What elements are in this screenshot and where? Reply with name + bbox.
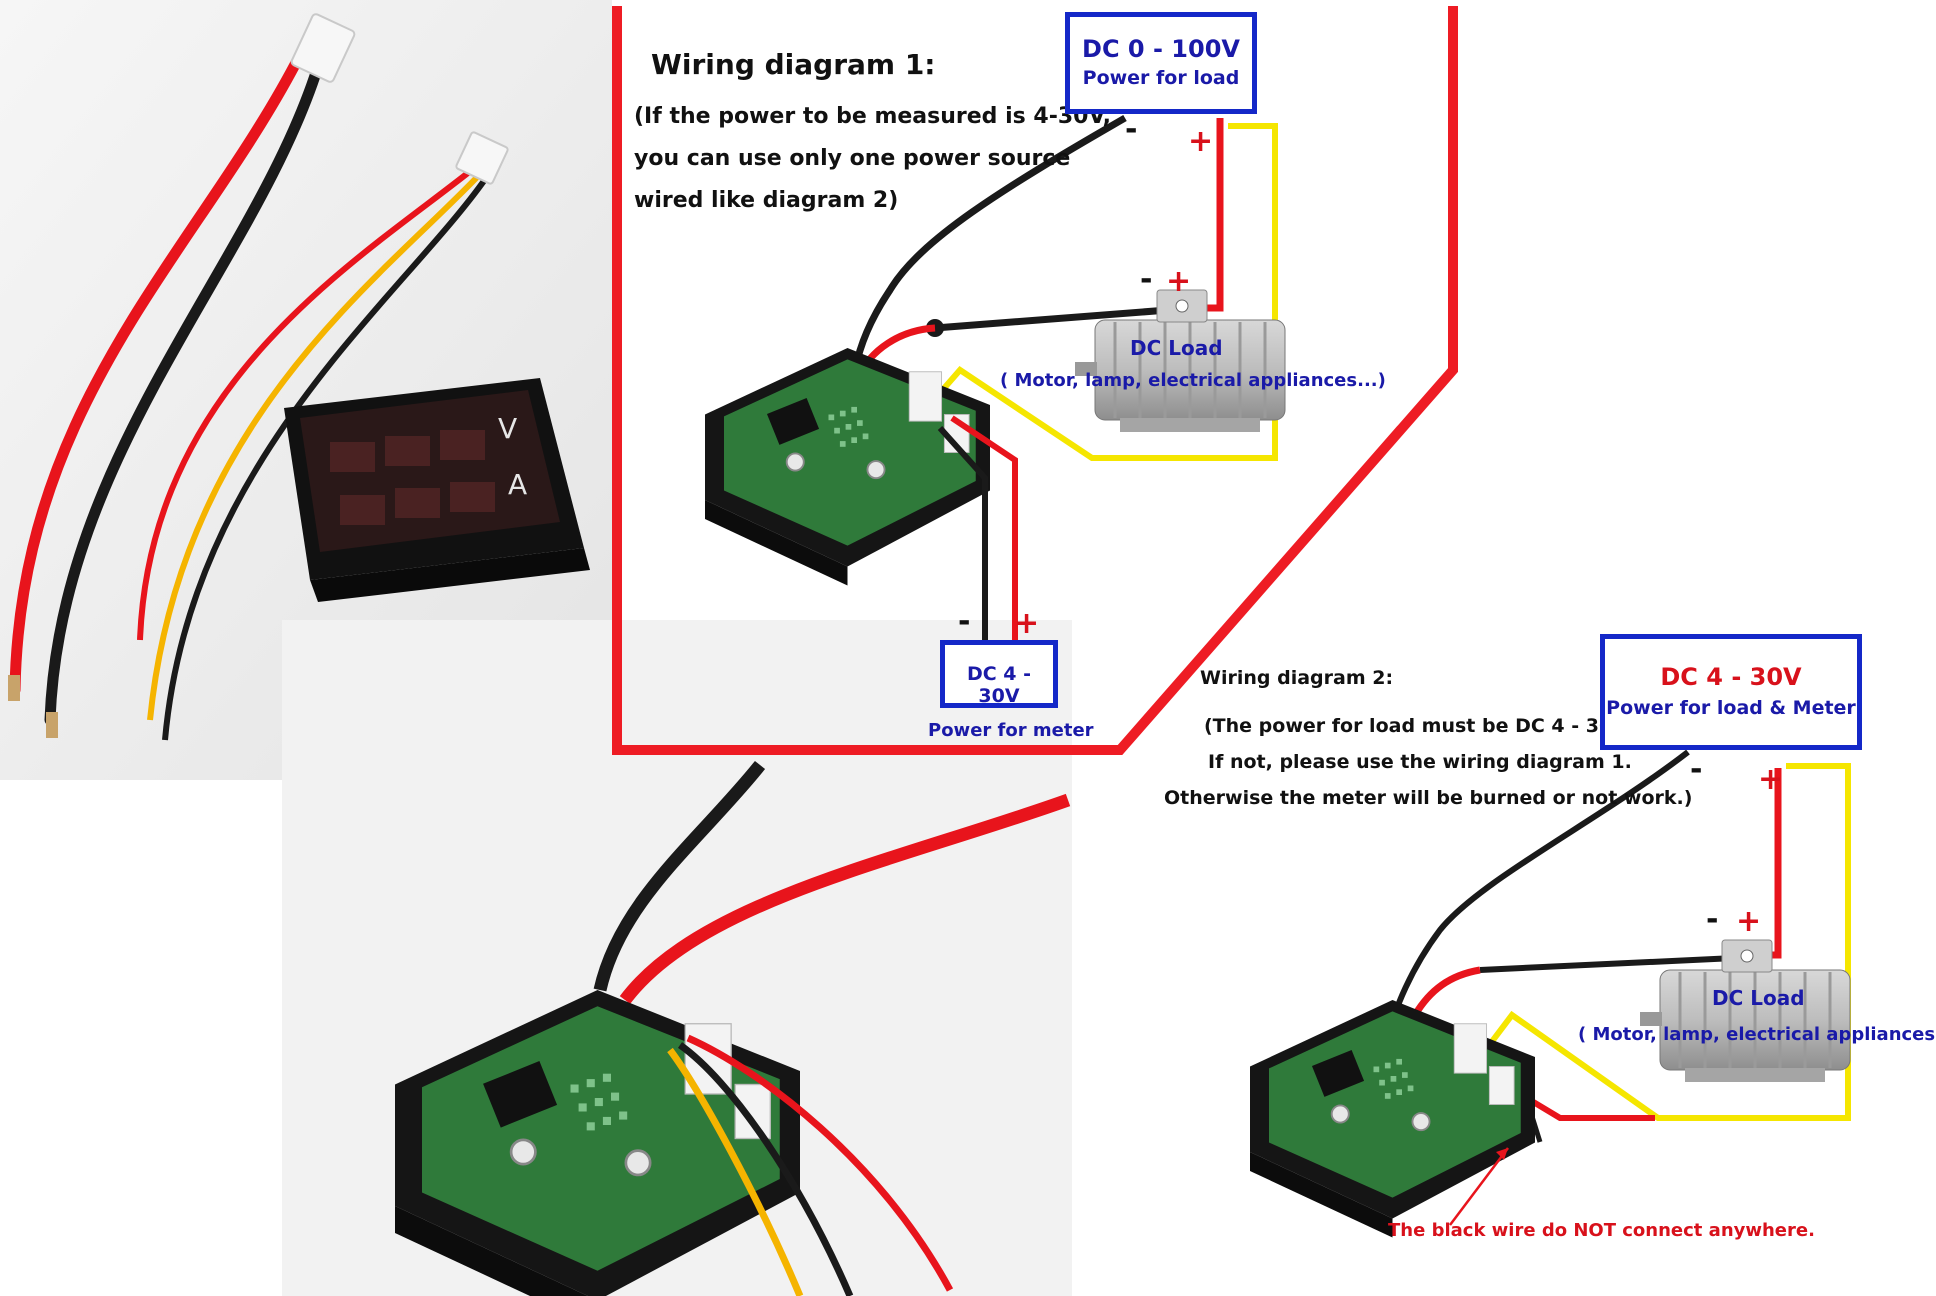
diagram-2-title: Wiring diagram 2: bbox=[1200, 667, 1394, 689]
diagram-1-note-line-2: you can use only one power source bbox=[634, 146, 1071, 171]
shared-supply-minus-sign: - bbox=[1690, 752, 1703, 787]
diagram-1-note-line-3: wired like diagram 2) bbox=[634, 188, 899, 213]
load-supply-plus-sign: + bbox=[1188, 124, 1214, 159]
shared-power-supply-box: DC 4 - 30V Power for load & Meter bbox=[1600, 634, 1862, 750]
load-supply-label: DC 0 - 100V bbox=[1082, 35, 1240, 63]
meter-supply-minus-sign: - bbox=[958, 604, 971, 639]
load-1-description: ( Motor, lamp, electrical appliances...) bbox=[1000, 370, 1386, 391]
load-supply-sublabel: Power for load bbox=[1082, 67, 1240, 89]
load-2-name: DC Load bbox=[1712, 986, 1805, 1010]
load-supply-minus-sign: - bbox=[1125, 112, 1138, 147]
voltmeter-ammeter-front bbox=[284, 378, 590, 602]
meter-supply-plus-sign: + bbox=[1014, 606, 1040, 641]
load-2-minus-sign: - bbox=[1706, 902, 1719, 937]
load-1-plus-sign: + bbox=[1166, 264, 1192, 299]
diagram-2-note-line-3: Otherwise the meter will be burned or no… bbox=[1164, 787, 1693, 809]
diagram-1-title: Wiring diagram 1: bbox=[651, 48, 936, 81]
wire-black-load-minus bbox=[851, 114, 1127, 371]
shared-supply-plus-sign: + bbox=[1758, 762, 1784, 797]
load-power-supply-box: DC 0 - 100V Power for load bbox=[1065, 12, 1257, 114]
meter-supply-label: DC 4 - 30V bbox=[966, 663, 1032, 707]
product-photo-connected bbox=[282, 620, 1072, 1296]
load-2-plus-sign: + bbox=[1736, 904, 1762, 939]
diagram-1-frame bbox=[612, 6, 1458, 755]
wiring-diagram-1 bbox=[612, 6, 1458, 755]
meter-amp-unit: A bbox=[508, 468, 528, 501]
load-1-minus-sign: - bbox=[1140, 262, 1153, 297]
shared-supply-sublabel: Power for load & Meter bbox=[1606, 697, 1856, 719]
diagram-2-note-line-1: (The power for load must be DC 4 - 30V. bbox=[1204, 715, 1632, 737]
diagram-1-note-line-1: (If the power to be measured is 4-30V, bbox=[634, 104, 1111, 129]
load-1-name: DC Load bbox=[1130, 336, 1223, 360]
wire-yellow-sense bbox=[922, 123, 1278, 461]
wire-black-shunt bbox=[934, 306, 1169, 332]
shared-supply-label: DC 4 - 30V bbox=[1660, 663, 1802, 691]
meter-power-supply-box: DC 4 - 30V bbox=[940, 640, 1058, 708]
meter-supply-caption: Power for meter bbox=[928, 720, 1094, 741]
wire-red-meter-power bbox=[950, 415, 1018, 650]
diagram-2-note-line-2: If not, please use the wiring diagram 1. bbox=[1208, 751, 1632, 773]
meter-volt-unit: V bbox=[498, 412, 518, 445]
black-wire-warning: The black wire do NOT connect anywhere. bbox=[1388, 1220, 1815, 1241]
load-2-description: ( Motor, lamp, electrical appliances...) bbox=[1578, 1024, 1936, 1045]
wire-black-meter-power bbox=[937, 425, 988, 650]
